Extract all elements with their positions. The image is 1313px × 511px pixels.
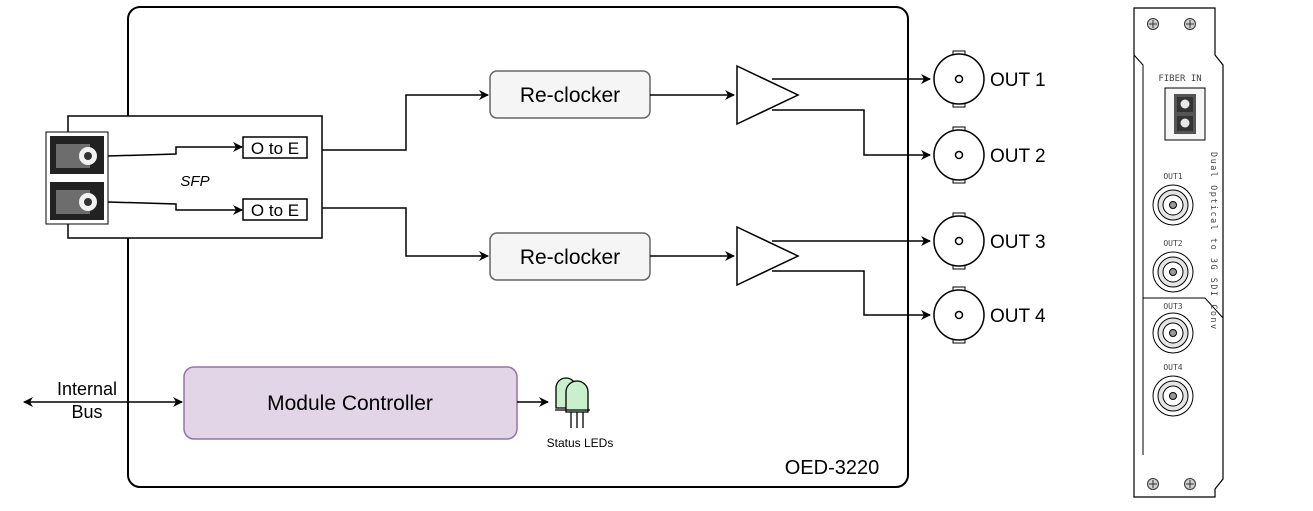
panel-bnc-icon-4	[1152, 375, 1194, 417]
amplifier-icon-2	[736, 225, 800, 287]
svg-text:Re-clocker: Re-clocker	[520, 84, 620, 107]
amplifier-icon-1	[736, 64, 800, 126]
svg-text:O to E: O to E	[251, 139, 299, 158]
amp-out-2	[772, 109, 931, 160]
module-name: OED-3220	[785, 457, 880, 479]
svg-text:Re-clocker: Re-clocker	[520, 246, 620, 269]
bnc-connector-icon-1	[933, 50, 985, 108]
panel-out4-label: OUT4	[1163, 363, 1182, 372]
module-frame	[127, 6, 909, 488]
bnc-connector-icon-3	[933, 212, 985, 270]
o-to-e-converter-1: O to E	[242, 136, 308, 159]
reclocker-1: Re-clocker	[489, 70, 651, 119]
bnc-connector-icon-4	[933, 286, 985, 344]
panel-bnc-icon-1	[1152, 184, 1194, 226]
amp-out-4	[772, 270, 931, 320]
fiber-in-label: FIBER IN	[1158, 74, 1201, 84]
module-controller	[183, 366, 518, 440]
module-controller-label: Module Controller	[267, 392, 433, 415]
panel-out3-label: OUT3	[1163, 302, 1182, 311]
panel-product-text: Dual Optical to 3G SDI Conv	[1208, 152, 1218, 331]
output-label-4: OUT 4	[990, 306, 1046, 327]
status-leds-label: Status LEDs	[547, 436, 614, 450]
output-label-1: OUT 1	[990, 70, 1046, 91]
fiber-connector-icon	[45, 131, 109, 225]
panel-bnc-icon-3	[1152, 312, 1194, 354]
panel-out1-label: OUT1	[1163, 172, 1182, 181]
panel-out2-label: OUT2	[1163, 239, 1182, 248]
bnc-connector-icon-2	[933, 126, 985, 184]
svg-text:O to E: O to E	[251, 201, 299, 220]
panel-fiber-connector-icon	[1164, 87, 1206, 141]
internal-bus-label-line1: Internal	[57, 379, 117, 399]
output-label-2: OUT 2	[990, 146, 1046, 167]
oe-link-2	[322, 207, 489, 261]
panel-bnc-icon-2	[1152, 251, 1194, 293]
o-to-e-converter-2: O to E	[242, 198, 308, 221]
sfp-label: SFP	[180, 173, 209, 190]
reclocker-2: Re-clocker	[489, 232, 651, 281]
oe-link-1	[322, 90, 489, 151]
output-label-3: OUT 3	[990, 232, 1046, 253]
sfp-link-1	[107, 142, 243, 157]
sfp-link-2	[107, 201, 243, 215]
status-leds-icon	[555, 377, 590, 428]
internal-bus-label-line2: Bus	[71, 402, 102, 422]
screw-icon	[1147, 18, 1196, 490]
